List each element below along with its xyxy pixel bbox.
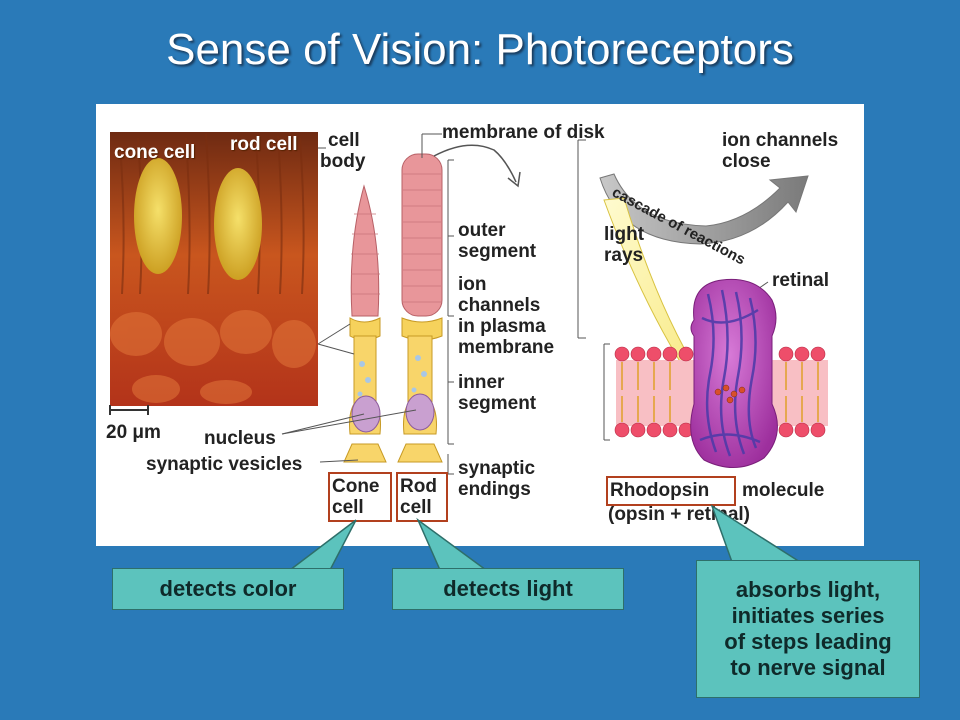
label-ion-channels-line1: ion <box>458 274 487 295</box>
label-ion-channels-close-line2: close <box>722 151 771 172</box>
cone-cell-highlight-box <box>328 472 392 522</box>
cone-cell-drawing <box>343 184 387 463</box>
cascade-arrow <box>599 173 809 245</box>
label-ion-channels-line3: in plasma <box>458 316 546 337</box>
callout-cone-detects-color: detects color <box>112 568 344 610</box>
label-outer-segment-line2: segment <box>458 241 537 262</box>
rod-cell-highlight-box <box>396 472 448 522</box>
cone-callout-pointer <box>287 519 357 571</box>
rod-callout-pointer <box>416 517 489 571</box>
sem-micrograph <box>109 132 318 415</box>
label-nucleus: nucleus <box>204 428 276 449</box>
label-sem-rod-cell: rod cell <box>230 134 298 155</box>
label-synaptic-vesicles: synaptic vesicles <box>146 454 303 475</box>
label-ion-channels-line4: membrane <box>458 337 555 358</box>
label-ion-channels-line2: channels <box>458 295 541 316</box>
label-light-rays-line1: light <box>604 224 645 245</box>
disk-arrow <box>433 144 517 183</box>
callout-rhodopsin-line3: of steps leading <box>724 629 892 654</box>
label-ion-channels-close-line1: ion channels <box>722 130 839 151</box>
label-scale-bar: 20 μm <box>106 422 161 443</box>
label-synaptic-endings-line2: endings <box>458 479 531 500</box>
label-cell-body-line1: cell <box>328 130 360 151</box>
callout-rhodopsin-line2: initiates series <box>731 603 885 628</box>
label-rhodopsin: Rhodopsin <box>610 480 710 501</box>
label-cone-box-line1: Cone <box>332 476 380 497</box>
label-membrane-of-disk: membrane of disk <box>442 122 605 143</box>
rod-cell-drawing <box>397 153 443 463</box>
label-inner-segment-line1: inner <box>458 372 505 393</box>
label-rod-box-line2: cell <box>400 497 432 518</box>
callout-rhodopsin-line1: absorbs light, <box>735 577 881 602</box>
callout-rhodopsin-line4: to nerve signal <box>730 655 886 680</box>
photoreceptor-figure: cone cell rod cell cell body membrane of… <box>96 104 864 546</box>
figure-illustration <box>109 132 828 475</box>
label-synaptic-endings-line1: synaptic <box>458 458 536 479</box>
label-rod-box-line1: Rod <box>400 476 437 497</box>
label-retinal: retinal <box>772 270 830 291</box>
callout-cone-text: detects color <box>159 576 297 601</box>
label-molecule: molecule <box>742 480 825 501</box>
label-outer-segment-line1: outer <box>458 220 506 241</box>
label-cone-box-line2: cell <box>332 497 364 518</box>
rhodopsin-callout-pointer <box>710 504 803 563</box>
label-cell-body-line2: body <box>320 151 366 172</box>
callout-rod-text: detects light <box>443 576 573 601</box>
label-sem-cone-cell: cone cell <box>114 142 196 163</box>
label-inner-segment-line2: segment <box>458 393 537 414</box>
opsin-protein <box>690 278 778 469</box>
slide-title: Sense of Vision: Photoreceptors <box>166 25 794 74</box>
rhodopsin-highlight-box <box>606 476 736 506</box>
callout-rod-detects-light: detects light <box>392 568 624 610</box>
disk-arrow-head <box>507 171 521 188</box>
callout-rhodopsin-function: absorbs light, initiates series of steps… <box>696 560 920 698</box>
label-light-rays-line2: rays <box>604 245 644 266</box>
leader-lines <box>281 133 769 475</box>
